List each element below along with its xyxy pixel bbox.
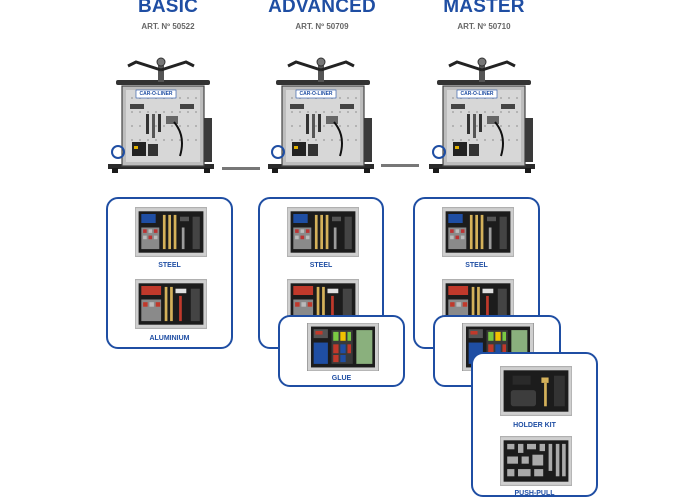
product-art-basic: ART. Nº 50522	[141, 22, 195, 31]
machine-brand-label: CAR-O-LINER	[139, 91, 173, 97]
kit-card-basic: STEEL ALUMINIUM	[106, 197, 233, 349]
drawer-image-push-pull	[500, 436, 572, 486]
machine-image-advanced: CAR-O-LINER	[266, 56, 376, 174]
kit-label-aluminium: ALUMINIUM	[149, 335, 190, 342]
drawer-image-glue	[307, 323, 379, 371]
product-title-advanced: ADVANCED	[268, 0, 376, 17]
machine-image-basic: CAR-O-LINER	[106, 56, 216, 174]
product-title-master: MASTER	[443, 0, 525, 17]
kit-label-holder-kit: HOLDER KIT	[513, 422, 556, 429]
connector-line	[381, 164, 419, 167]
drawer-image-steel	[287, 207, 359, 257]
kit-label-push-pull: PUSH-PULL	[514, 490, 555, 497]
machine-image-master: CAR-O-LINER	[427, 56, 537, 174]
product-art-master: ART. Nº 50710	[457, 22, 511, 31]
product-title-basic: BASIC	[137, 0, 199, 17]
kit-label-glue: GLUE	[331, 375, 352, 382]
machine-brand-label: CAR-O-LINER	[460, 91, 494, 97]
drawer-image-steel	[442, 207, 514, 257]
kit-label-steel: STEEL	[158, 262, 181, 269]
kit-label-steel: STEEL	[465, 262, 488, 269]
machine-brand-label: CAR-O-LINER	[299, 91, 333, 97]
kit-card-extras: HOLDER KIT PUSH-PULL	[471, 352, 598, 497]
drawer-image-aluminium	[135, 279, 207, 329]
product-art-advanced: ART. Nº 50709	[295, 22, 349, 31]
kit-label-steel: STEEL	[309, 262, 333, 269]
connector-line	[222, 167, 260, 170]
drawer-image-steel	[135, 207, 207, 257]
kit-card-glue: GLUE	[278, 315, 405, 387]
drawer-image-holder-kit	[500, 366, 572, 416]
